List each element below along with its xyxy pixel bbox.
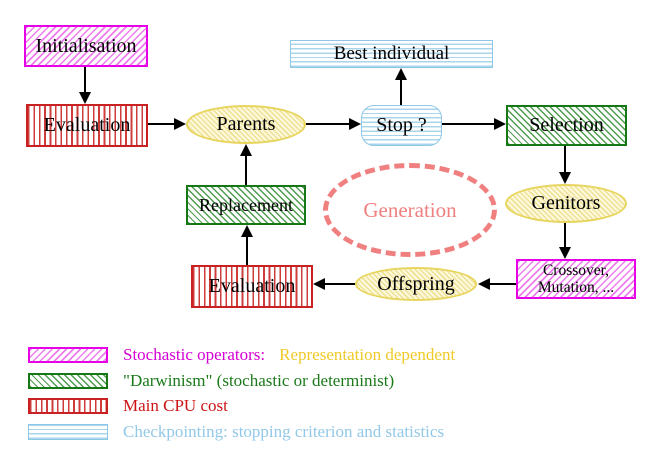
node-selection: Selection [506, 105, 627, 146]
node-parents: Parents [186, 105, 306, 144]
legend-label-cpu: Main CPU cost [123, 396, 228, 415]
crossover-mutation-label: Crossover, Mutation, ... [537, 262, 615, 296]
node-best-individual: Best individual [290, 40, 493, 68]
node-offspring: Offspring [355, 267, 477, 301]
legend-label-checkpointing: Checkpointing: stopping criterion and st… [123, 422, 445, 441]
node-initialisation: Initialisation [24, 25, 148, 67]
node-generation: Generation [323, 163, 497, 257]
legend-label-darwinism: "Darwinism" (stochastic or determinist) [123, 371, 395, 390]
legend-swatch-checkpointing [28, 424, 108, 440]
node-genitors: Genitors [505, 184, 627, 223]
node-stop: Stop ? [361, 105, 442, 146]
node-replacement: Replacement [186, 185, 306, 225]
node-evaluation-bottom: Evaluation [191, 265, 313, 308]
legend-swatch-cpu [28, 398, 108, 414]
node-crossover-mutation: Crossover, Mutation, ... [516, 259, 636, 299]
legend-label-stochastic: Stochastic operators:Representation depe… [123, 345, 456, 364]
legend-swatch-darwinism [28, 373, 108, 389]
legend-swatch-stochastic [28, 347, 108, 363]
node-evaluation-top: Evaluation [26, 104, 148, 147]
